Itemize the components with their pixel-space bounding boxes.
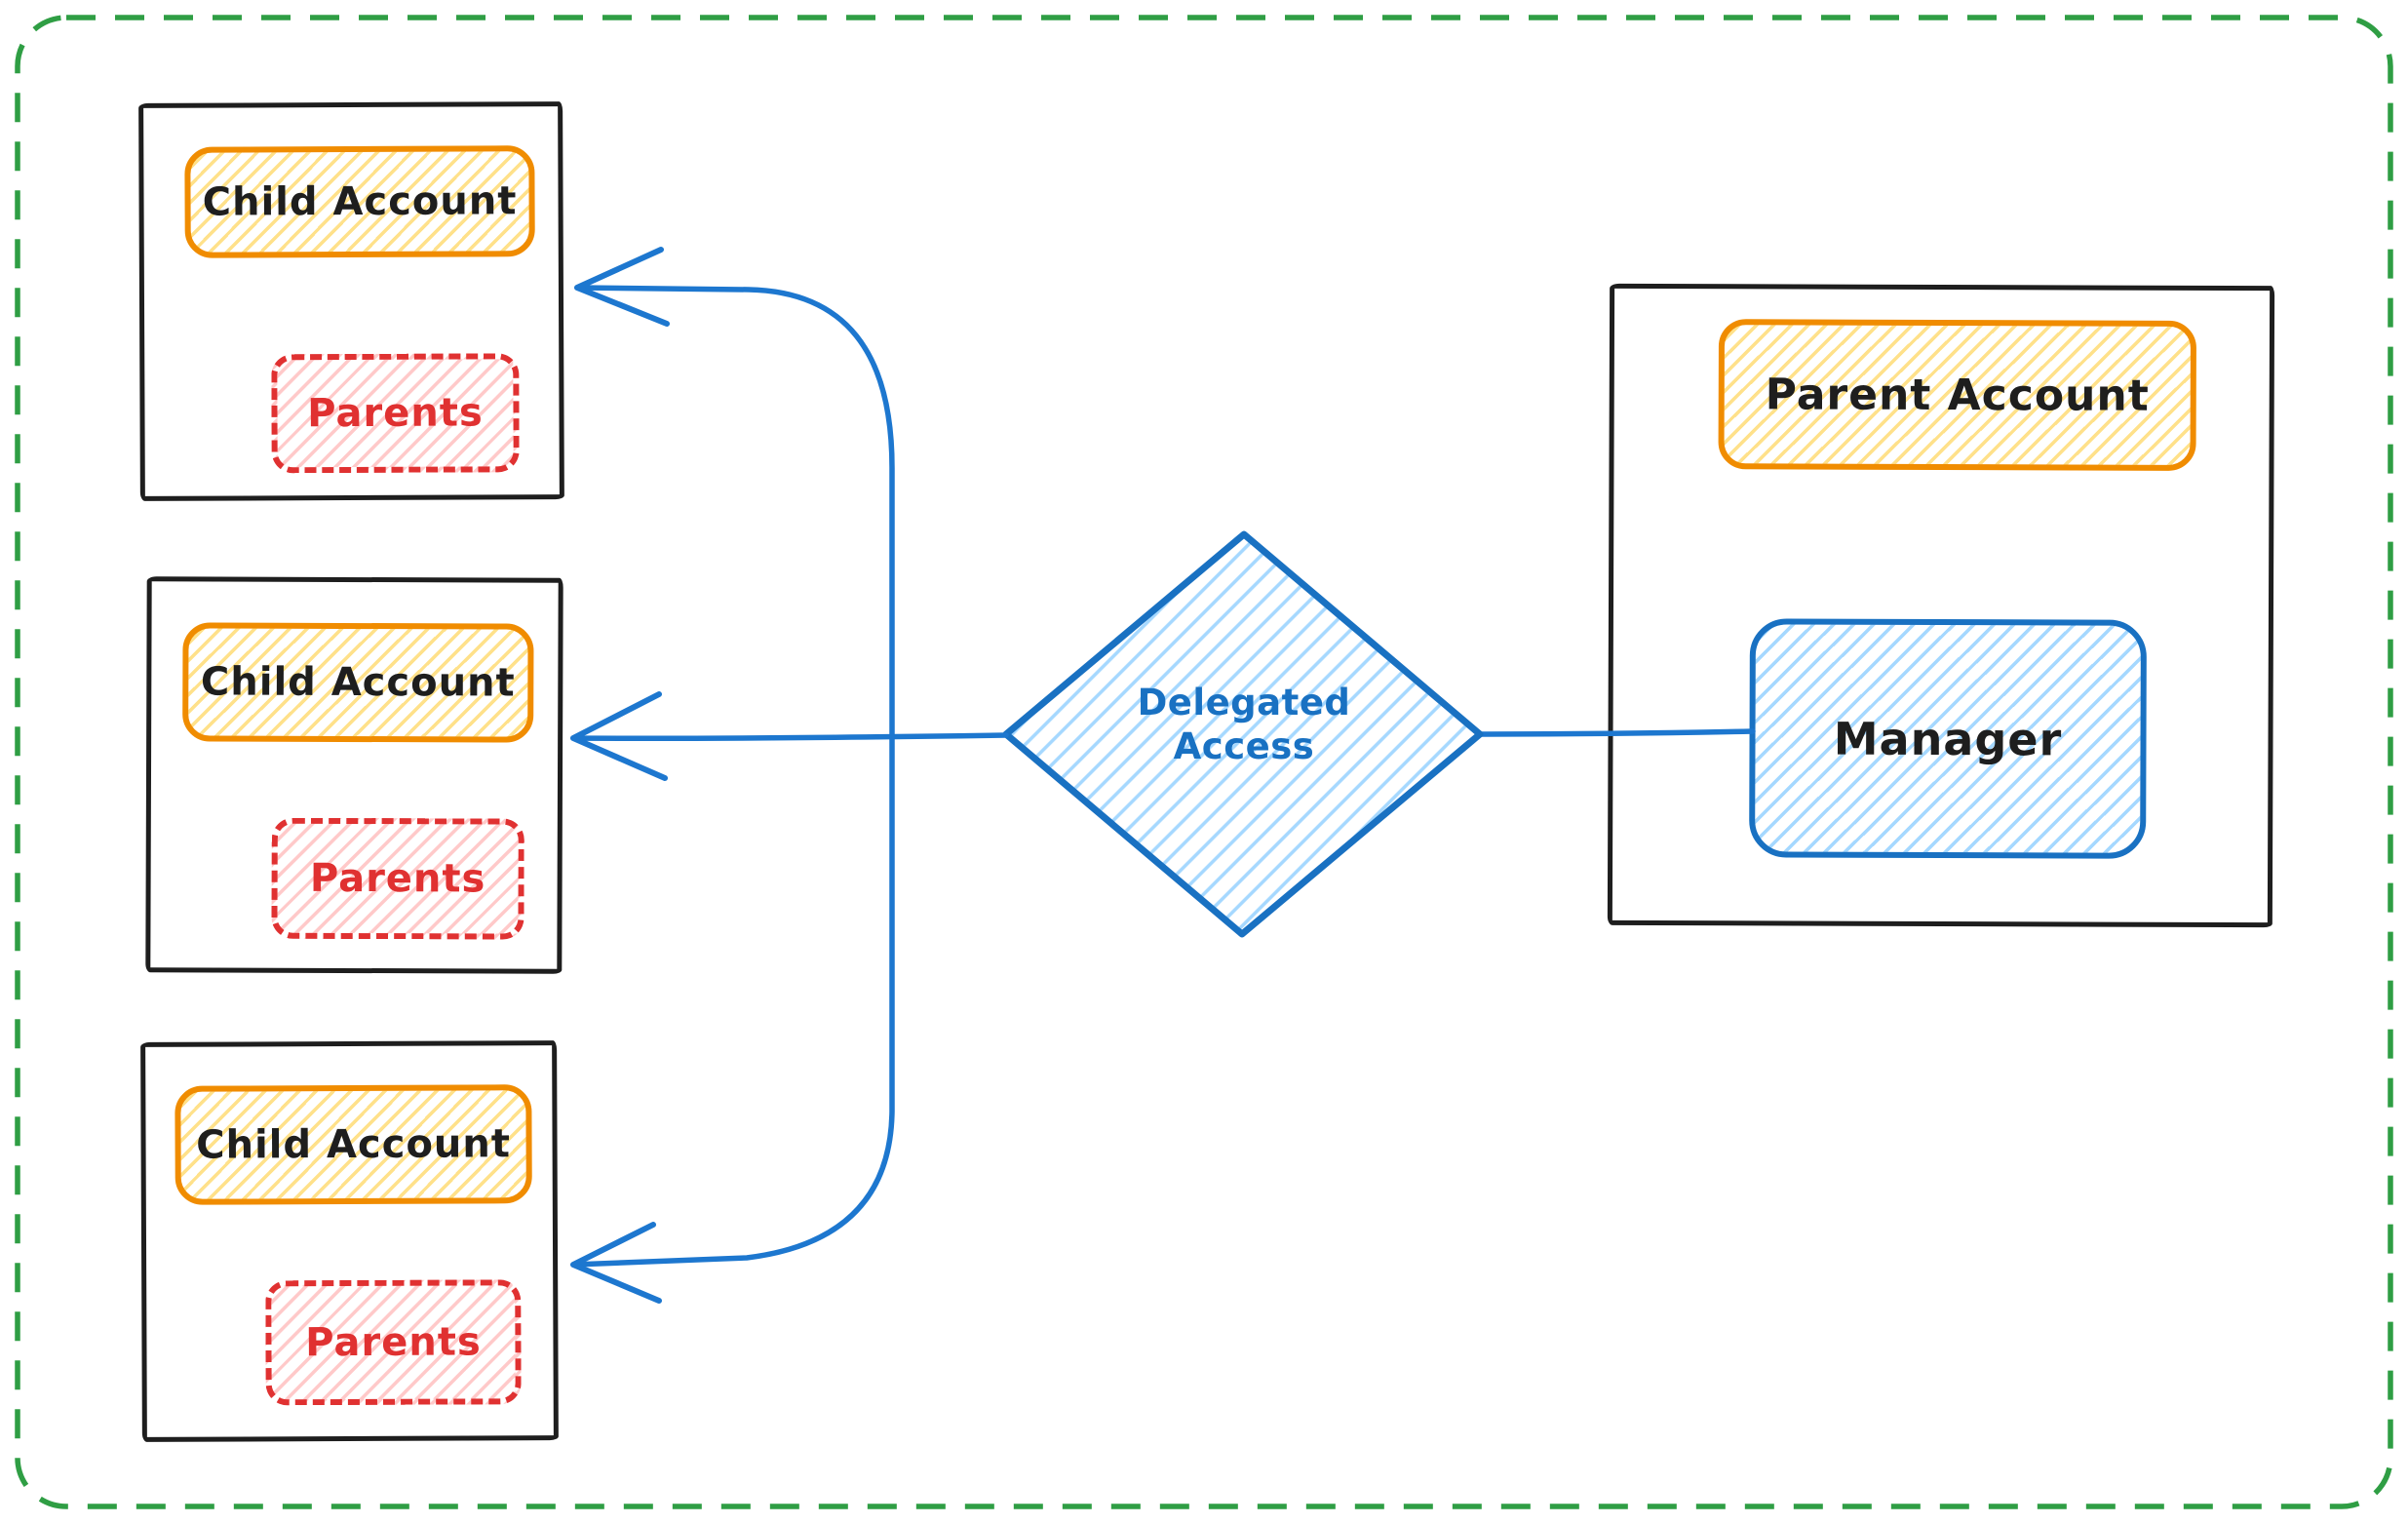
child-account-text-2: Child Account bbox=[200, 659, 516, 706]
child-account-box-3: Child Account Parents bbox=[140, 1040, 559, 1442]
parents-text-2: Parents bbox=[309, 855, 486, 902]
arrow-to-child-2 bbox=[570, 691, 1009, 781]
parents-box-3: Parents bbox=[265, 1279, 522, 1406]
child-account-label-3: Child Account bbox=[175, 1084, 532, 1205]
parent-account-label: Parent Account bbox=[1718, 319, 2197, 471]
child-account-text-3: Child Account bbox=[196, 1121, 512, 1168]
parents-box-1: Parents bbox=[271, 353, 520, 474]
parent-account-box: Parent Account Manager bbox=[1607, 283, 2275, 928]
manager-text: Manager bbox=[1833, 712, 2063, 765]
parents-text-3: Parents bbox=[305, 1319, 482, 1366]
child-account-text-1: Child Account bbox=[202, 178, 518, 225]
child-account-box-1: Child Account Parents bbox=[138, 101, 564, 501]
delegated-access-label: Delegated Access bbox=[1137, 682, 1351, 768]
manager-box: Manager bbox=[1749, 618, 2147, 859]
parents-text-1: Parents bbox=[307, 390, 484, 437]
child-account-label-2: Child Account bbox=[182, 622, 534, 743]
arrow-to-child-1 bbox=[574, 247, 895, 741]
child-account-label-1: Child Account bbox=[184, 145, 535, 258]
arrow-to-child-3 bbox=[570, 735, 895, 1304]
parents-box-2: Parents bbox=[271, 817, 524, 940]
parent-account-text: Parent Account bbox=[1765, 369, 2150, 421]
child-account-box-2: Child Account Parents bbox=[145, 576, 563, 974]
